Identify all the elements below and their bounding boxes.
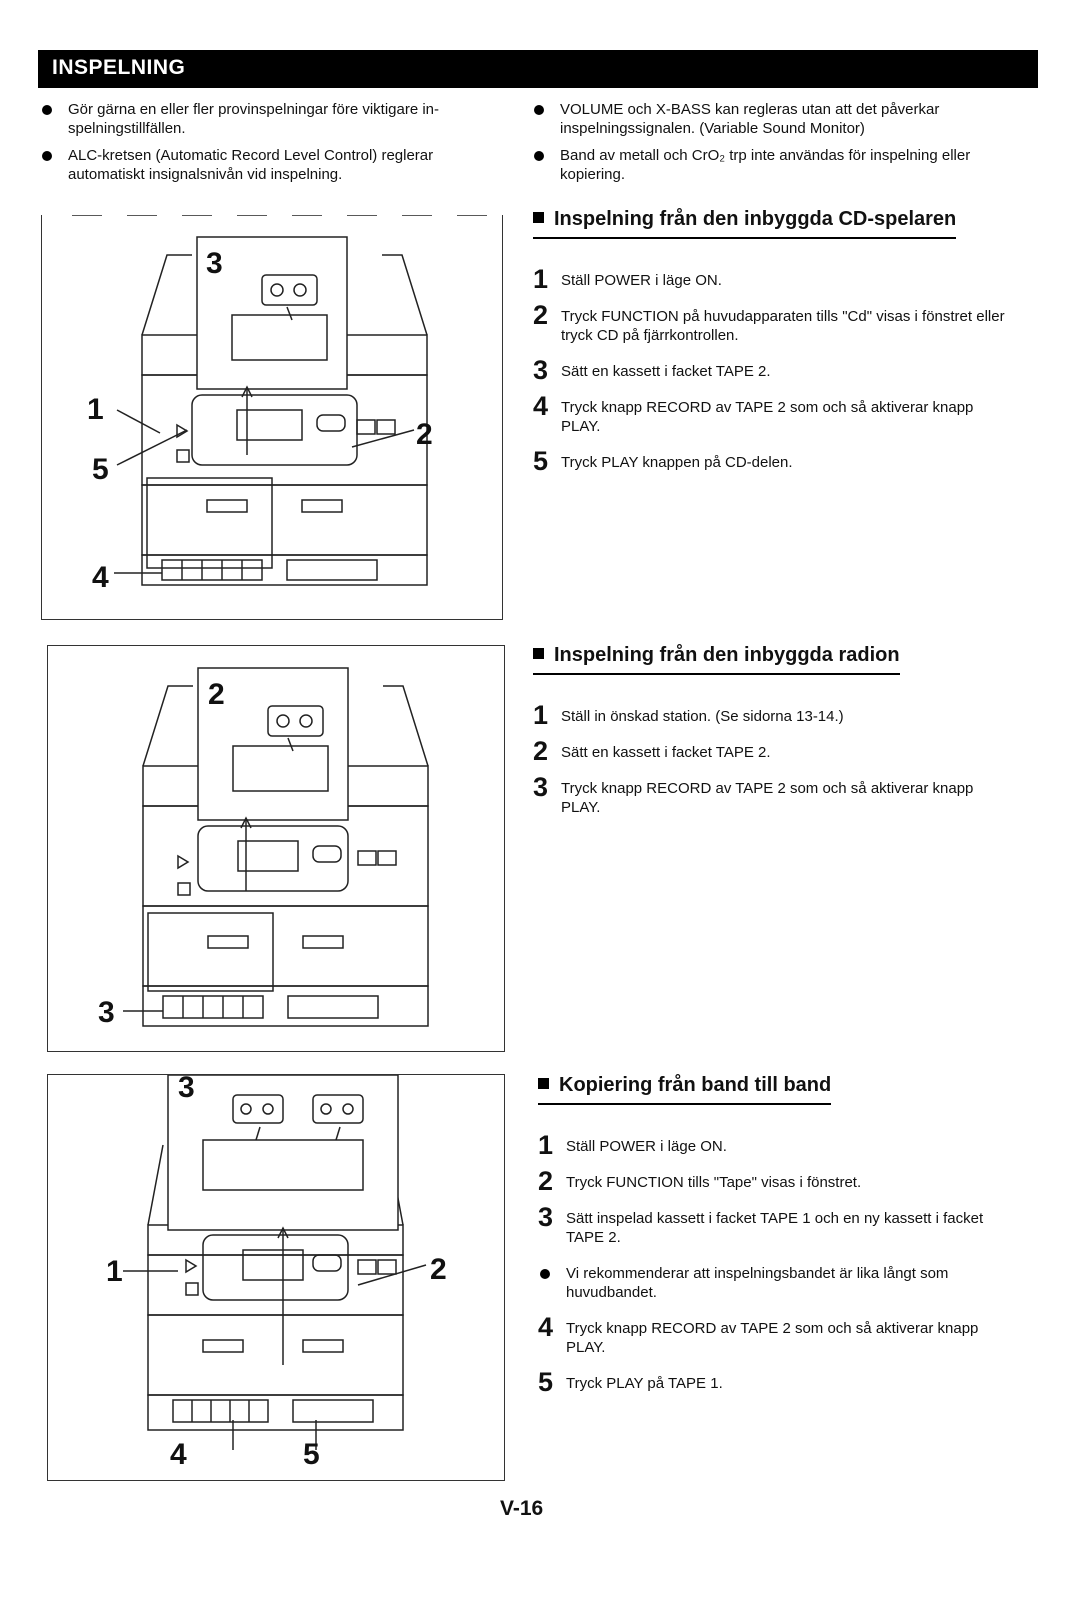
step-item: 3 Sätt en kassett i facket TAPE 2. xyxy=(533,356,1008,384)
step-number: 4 xyxy=(538,1312,554,1342)
step-number: 2 xyxy=(538,1166,554,1196)
section-title: Kopiering från band till band xyxy=(538,1074,832,1105)
callout-number: 1 xyxy=(87,393,104,426)
square-bullet-icon xyxy=(538,1078,549,1090)
figure-radio-recording: 2 3 xyxy=(47,645,505,1052)
section-title-text: Kopiering från band till band xyxy=(559,1074,832,1096)
step-text: Ställ POWER i läge ON. xyxy=(561,272,722,289)
intro-bullet: VOLUME och X-BASS kan regleras utan att … xyxy=(532,100,1007,138)
step-number: 3 xyxy=(533,772,549,802)
stereo-illustration xyxy=(72,215,502,586)
step-text: Tryck PLAY på TAPE 1. xyxy=(566,1375,723,1392)
step-text: Ställ POWER i läge ON. xyxy=(566,1138,727,1155)
intro-bullet: Gör gärna en eller fler provinspelningar… xyxy=(40,100,500,138)
step-number: 2 xyxy=(533,300,549,330)
step-item: 4 Tryck knapp RECORD av TAPE 2 som och så… xyxy=(538,1313,1010,1357)
step-item: 1 Ställ POWER i läge ON. xyxy=(538,1131,1010,1159)
callout-number: 2 xyxy=(208,678,225,711)
callout-number: 3 xyxy=(178,1071,195,1104)
step-item: 5 Tryck PLAY knappen på CD-delen. xyxy=(533,447,1008,475)
step-item: 3 Tryck knapp RECORD av TAPE 2 som och så… xyxy=(533,773,1008,817)
step-text: Tryck knapp RECORD av TAPE 2 som och så … xyxy=(561,780,974,816)
intro-bullet: Band av metall och CrO₂ trp inte använda… xyxy=(532,146,1007,184)
step-text: Sätt inspelad kassett i facket TAPE 1 oc… xyxy=(566,1210,984,1246)
step-number: 2 xyxy=(533,736,549,766)
note-bullet: Vi rekommenderar att inspelningsbandet ä… xyxy=(538,1264,1010,1302)
intro-bullet: ALC-kretsen (Automatic Record Level Cont… xyxy=(40,146,500,184)
intro-right-list: VOLUME och X-BASS kan regleras utan att … xyxy=(532,100,1007,192)
callout-number: 5 xyxy=(303,1438,320,1471)
stereo-illustration xyxy=(123,1075,427,1450)
callout-number: 4 xyxy=(170,1438,187,1471)
step-text: Tryck knapp RECORD av TAPE 2 som och så … xyxy=(566,1320,979,1356)
note-text: Vi rekommenderar att inspelningsbandet ä… xyxy=(566,1265,949,1301)
callout-number: 2 xyxy=(430,1253,447,1286)
step-text: Sätt en kassett i facket TAPE 2. xyxy=(561,744,771,761)
intro-left-list: Gör gärna en eller fler provinspelningar… xyxy=(40,100,500,192)
callout-number: 5 xyxy=(92,453,109,486)
section-header-bar: INSPELNING xyxy=(38,50,1038,88)
square-bullet-icon xyxy=(533,648,544,660)
step-text: Tryck FUNCTION tills "Tape" visas i föns… xyxy=(566,1174,862,1191)
section-title-text: Inspelning från den inbyggda radion xyxy=(554,644,900,666)
step-number: 1 xyxy=(533,264,549,294)
step-number: 1 xyxy=(538,1130,554,1160)
section-title: Inspelning från den inbyggda radion xyxy=(533,644,900,675)
section-title-text: Inspelning från den inbyggda CD-spelaren xyxy=(554,208,957,230)
step-number: 3 xyxy=(533,355,549,385)
step-text: Tryck knapp RECORD av TAPE 2 som och så … xyxy=(561,399,974,435)
step-item: 1 Ställ POWER i läge ON. xyxy=(533,265,1008,293)
step-text: Tryck FUNCTION på huvudapparaten tills "… xyxy=(561,308,1005,344)
figure-cd-recording: 3 1 5 2 4 xyxy=(41,215,503,620)
step-item: 5 Tryck PLAY på TAPE 1. xyxy=(538,1368,1010,1396)
step-text: Ställ in önskad station. (Se sidorna 13-… xyxy=(561,708,844,725)
page-title: INSPELNING xyxy=(52,56,186,79)
callout-number: 4 xyxy=(92,561,109,594)
step-item: 2 Sätt en kassett i facket TAPE 2. xyxy=(533,737,1008,765)
callout-number: 1 xyxy=(106,1255,123,1288)
step-number: 5 xyxy=(538,1367,554,1397)
step-item: 1 Ställ in önskad station. (Se sidorna 13… xyxy=(533,701,1008,729)
section-tape-dubbing: Kopiering från band till band 1 Ställ POW… xyxy=(538,1074,1010,1410)
step-number: 4 xyxy=(533,391,549,421)
callout-number: 3 xyxy=(206,247,223,280)
callout-number: 2 xyxy=(416,418,433,451)
square-bullet-icon xyxy=(533,212,544,224)
section-title: Inspelning från den inbyggda CD-spelaren xyxy=(533,208,957,239)
callout-number: 3 xyxy=(98,996,115,1029)
figure-tape-dubbing: 3 1 2 4 5 xyxy=(47,1071,505,1481)
step-item: 2 Tryck FUNCTION på huvudapparaten tills … xyxy=(533,301,1008,345)
step-text: Sätt en kassett i facket TAPE 2. xyxy=(561,363,771,380)
step-item: 2 Tryck FUNCTION tills "Tape" visas i fön… xyxy=(538,1167,1010,1195)
section-radio-recording: Inspelning från den inbyggda radion 1 Stä… xyxy=(533,644,1008,834)
section-cd-recording: Inspelning från den inbyggda CD-spelaren… xyxy=(533,208,1008,489)
step-number: 5 xyxy=(533,446,549,476)
step-number: 1 xyxy=(533,700,549,730)
stereo-illustration xyxy=(123,667,429,1027)
step-number: 3 xyxy=(538,1202,554,1232)
step-item: 4 Tryck knapp RECORD av TAPE 2 som och så… xyxy=(533,392,1008,436)
page-number: V-16 xyxy=(500,1497,544,1520)
step-text: Tryck PLAY knappen på CD-delen. xyxy=(561,454,793,471)
step-item: 3 Sätt inspelad kassett i facket TAPE 1 o… xyxy=(538,1203,1010,1247)
